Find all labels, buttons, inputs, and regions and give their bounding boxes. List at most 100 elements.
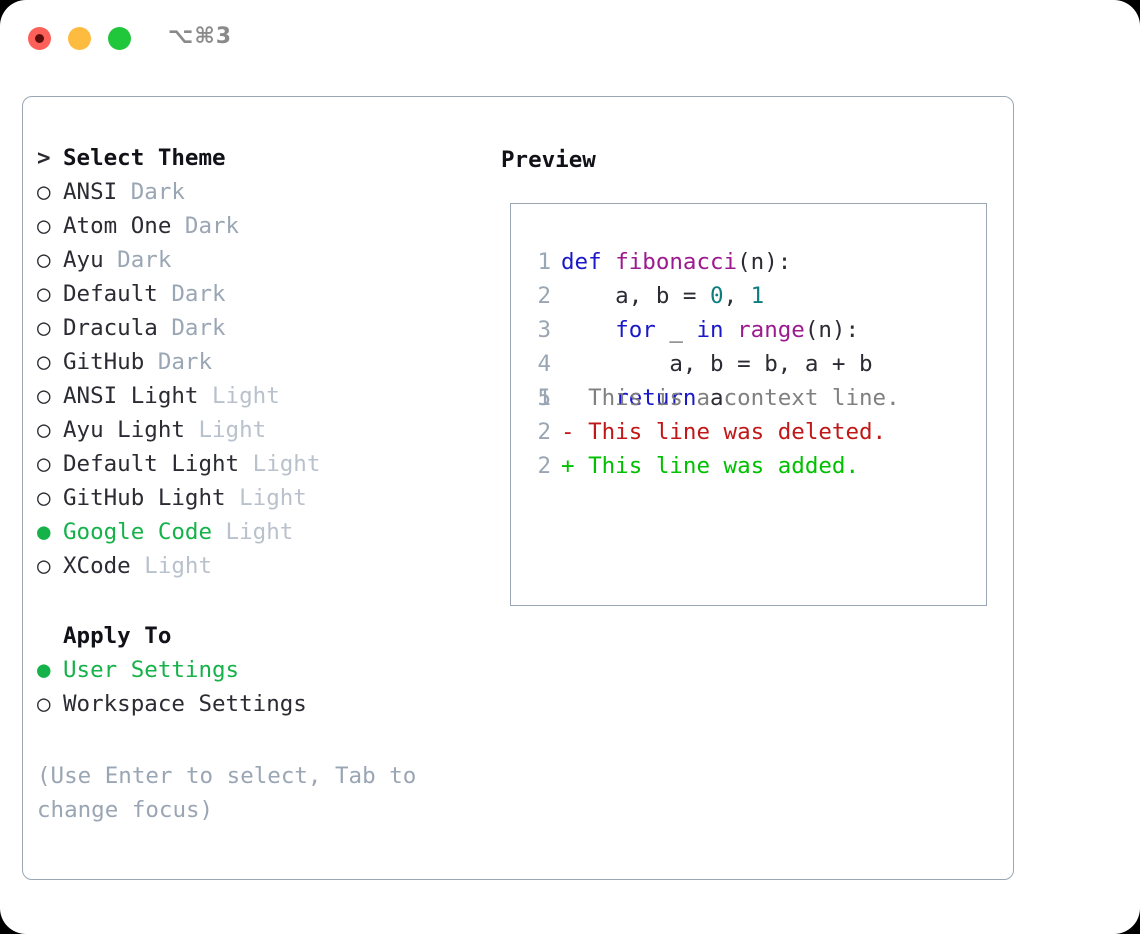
theme-list-item[interactable]: ●Google Code Light [37, 515, 497, 549]
theme-name-label: GitHub [63, 349, 145, 375]
radio-unselected-icon: ○ [37, 281, 51, 307]
apply-to-list-item[interactable]: ○ Workspace Settings [37, 687, 497, 721]
radio-unselected-icon: ○ [37, 315, 51, 341]
code-token: for [615, 317, 656, 343]
theme-picker-panel: >Select Theme ○ANSI Dark○Atom One Dark○A… [37, 141, 497, 721]
content-frame: >Select Theme ○ANSI Dark○Atom One Dark○A… [22, 96, 1014, 880]
radio-selected-icon: ● [37, 657, 51, 683]
theme-name-label: Dracula [63, 315, 158, 341]
title-bar: ⌥⌘3 [0, 0, 1140, 78]
apply-to-label: Workspace Settings [63, 691, 307, 717]
theme-name-label: Google Code [63, 519, 213, 545]
keyboard-shortcut-label: ⌥⌘3 [168, 24, 233, 49]
radio-unselected-icon: ○ [37, 691, 51, 717]
theme-name-label: Atom One [63, 213, 172, 239]
theme-variant-badge: Dark [103, 247, 172, 273]
theme-list-item[interactable]: ○GitHub Light Light [37, 481, 497, 515]
theme-name-label: Default Light [63, 451, 240, 477]
code-token [724, 317, 738, 343]
code-token [561, 317, 615, 343]
line-number: 2 [537, 283, 551, 309]
code-token: _ [655, 317, 697, 343]
section-spacer [37, 583, 497, 619]
theme-variant-badge: Dark [117, 179, 185, 205]
code-token: a [696, 385, 724, 411]
help-hint-line-2: change focus) [37, 797, 214, 823]
theme-list-item[interactable]: ○ GitHub Dark [37, 345, 497, 379]
apply-to-header-marker [37, 619, 63, 653]
theme-name-label: Ayu [63, 247, 104, 273]
minimize-button[interactable] [68, 27, 91, 50]
apply-to-label: User Settings [63, 657, 240, 683]
theme-variant-badge: Dark [144, 349, 213, 375]
preview-title: Preview [501, 147, 596, 173]
line-number: 5 [537, 385, 551, 411]
line-number: 3 [537, 317, 551, 343]
diff-text: This line was deleted. [574, 419, 887, 445]
line-number: 1 [537, 385, 551, 411]
theme-name-label: Ayu Light [63, 417, 185, 443]
diff-sign: - [561, 419, 575, 445]
apply-to-list-item[interactable]: ● User Settings [37, 653, 497, 687]
radio-unselected-icon: ○ [37, 179, 51, 205]
line-number: 2 [537, 453, 551, 479]
code-token: (n): [804, 317, 860, 343]
code-token: a, b = [561, 283, 711, 309]
theme-list-item[interactable]: ○ Dracula Dark [37, 311, 497, 345]
code-line: 3 for _ in range(n): [525, 313, 873, 347]
prompt-caret-icon: > [37, 145, 51, 171]
theme-variant-badge: Light [239, 451, 321, 477]
diff-line: 2 + This line was added. [525, 449, 900, 483]
theme-name-label: GitHub Light [63, 485, 226, 511]
theme-variant-badge: Dark [157, 281, 226, 307]
code-token: in [696, 317, 724, 343]
help-hint-text: (Use Enter to select, Tab to change focu… [37, 759, 467, 827]
code-token: return [615, 385, 697, 411]
code-token: range [737, 317, 805, 343]
diff-text: This line was added. [574, 453, 860, 479]
maximize-button[interactable] [108, 27, 131, 50]
theme-list-item[interactable]: ○Default Dark [37, 277, 497, 311]
radio-unselected-icon: ○ [37, 451, 51, 477]
code-token: 0 [710, 283, 724, 309]
select-theme-header: >Select Theme [37, 141, 497, 175]
code-token: , [723, 283, 751, 309]
radio-unselected-icon: ○ [37, 213, 51, 239]
code-line: 4 a, b = b, a + b [525, 347, 873, 381]
close-button[interactable] [28, 27, 51, 50]
theme-list-item[interactable]: ○Atom One Dark [37, 209, 497, 243]
theme-name-label: XCode [63, 553, 131, 579]
diff-sign: + [561, 453, 575, 479]
code-token: (n): [737, 249, 792, 275]
theme-variant-badge: Dark [157, 315, 226, 341]
theme-variant-badge: Light [130, 553, 213, 579]
code-line: 2 a, b = 0, 1 [525, 279, 873, 313]
theme-list-item[interactable]: ○ANSI Dark [37, 175, 497, 209]
radio-unselected-icon: ○ [37, 247, 51, 273]
theme-list-item[interactable]: ○Ayu Light Light [37, 413, 497, 447]
radio-selected-icon: ● [37, 519, 51, 545]
line-number: 1 [537, 249, 551, 275]
help-hint-line-1: (Use Enter to select, Tab to [37, 763, 417, 789]
diff-text: This is a context line. [574, 385, 900, 411]
line-number: 4 [537, 351, 551, 377]
theme-variant-badge: Light [198, 383, 280, 409]
code-token: 1 [750, 283, 765, 309]
theme-list-item[interactable]: ○ Ayu Dark [37, 243, 497, 277]
theme-list-item[interactable]: ○ Default Light Light [37, 447, 497, 481]
theme-list: ○ANSI Dark○Atom One Dark○Ayu Dark○Defaul… [37, 175, 497, 583]
apply-to-header-label: Apply To [63, 623, 172, 649]
theme-list-item[interactable]: ○ANSI Light Light [37, 379, 497, 413]
radio-unselected-icon: ○ [37, 349, 51, 375]
theme-variant-badge: Light [184, 417, 267, 443]
theme-variant-badge: Light [225, 485, 307, 511]
diff-sample: 1 This is a context line. 2- This line wa… [525, 381, 900, 483]
theme-list-item[interactable]: ○XCode Light [37, 549, 497, 583]
code-token: fibonacci [615, 249, 738, 275]
diff-line: 1 This is a context line. [525, 381, 900, 415]
apply-to-list: ● User Settings ○ Workspace Settings [37, 653, 497, 721]
code-token: a, b = b, a + b [561, 351, 873, 377]
